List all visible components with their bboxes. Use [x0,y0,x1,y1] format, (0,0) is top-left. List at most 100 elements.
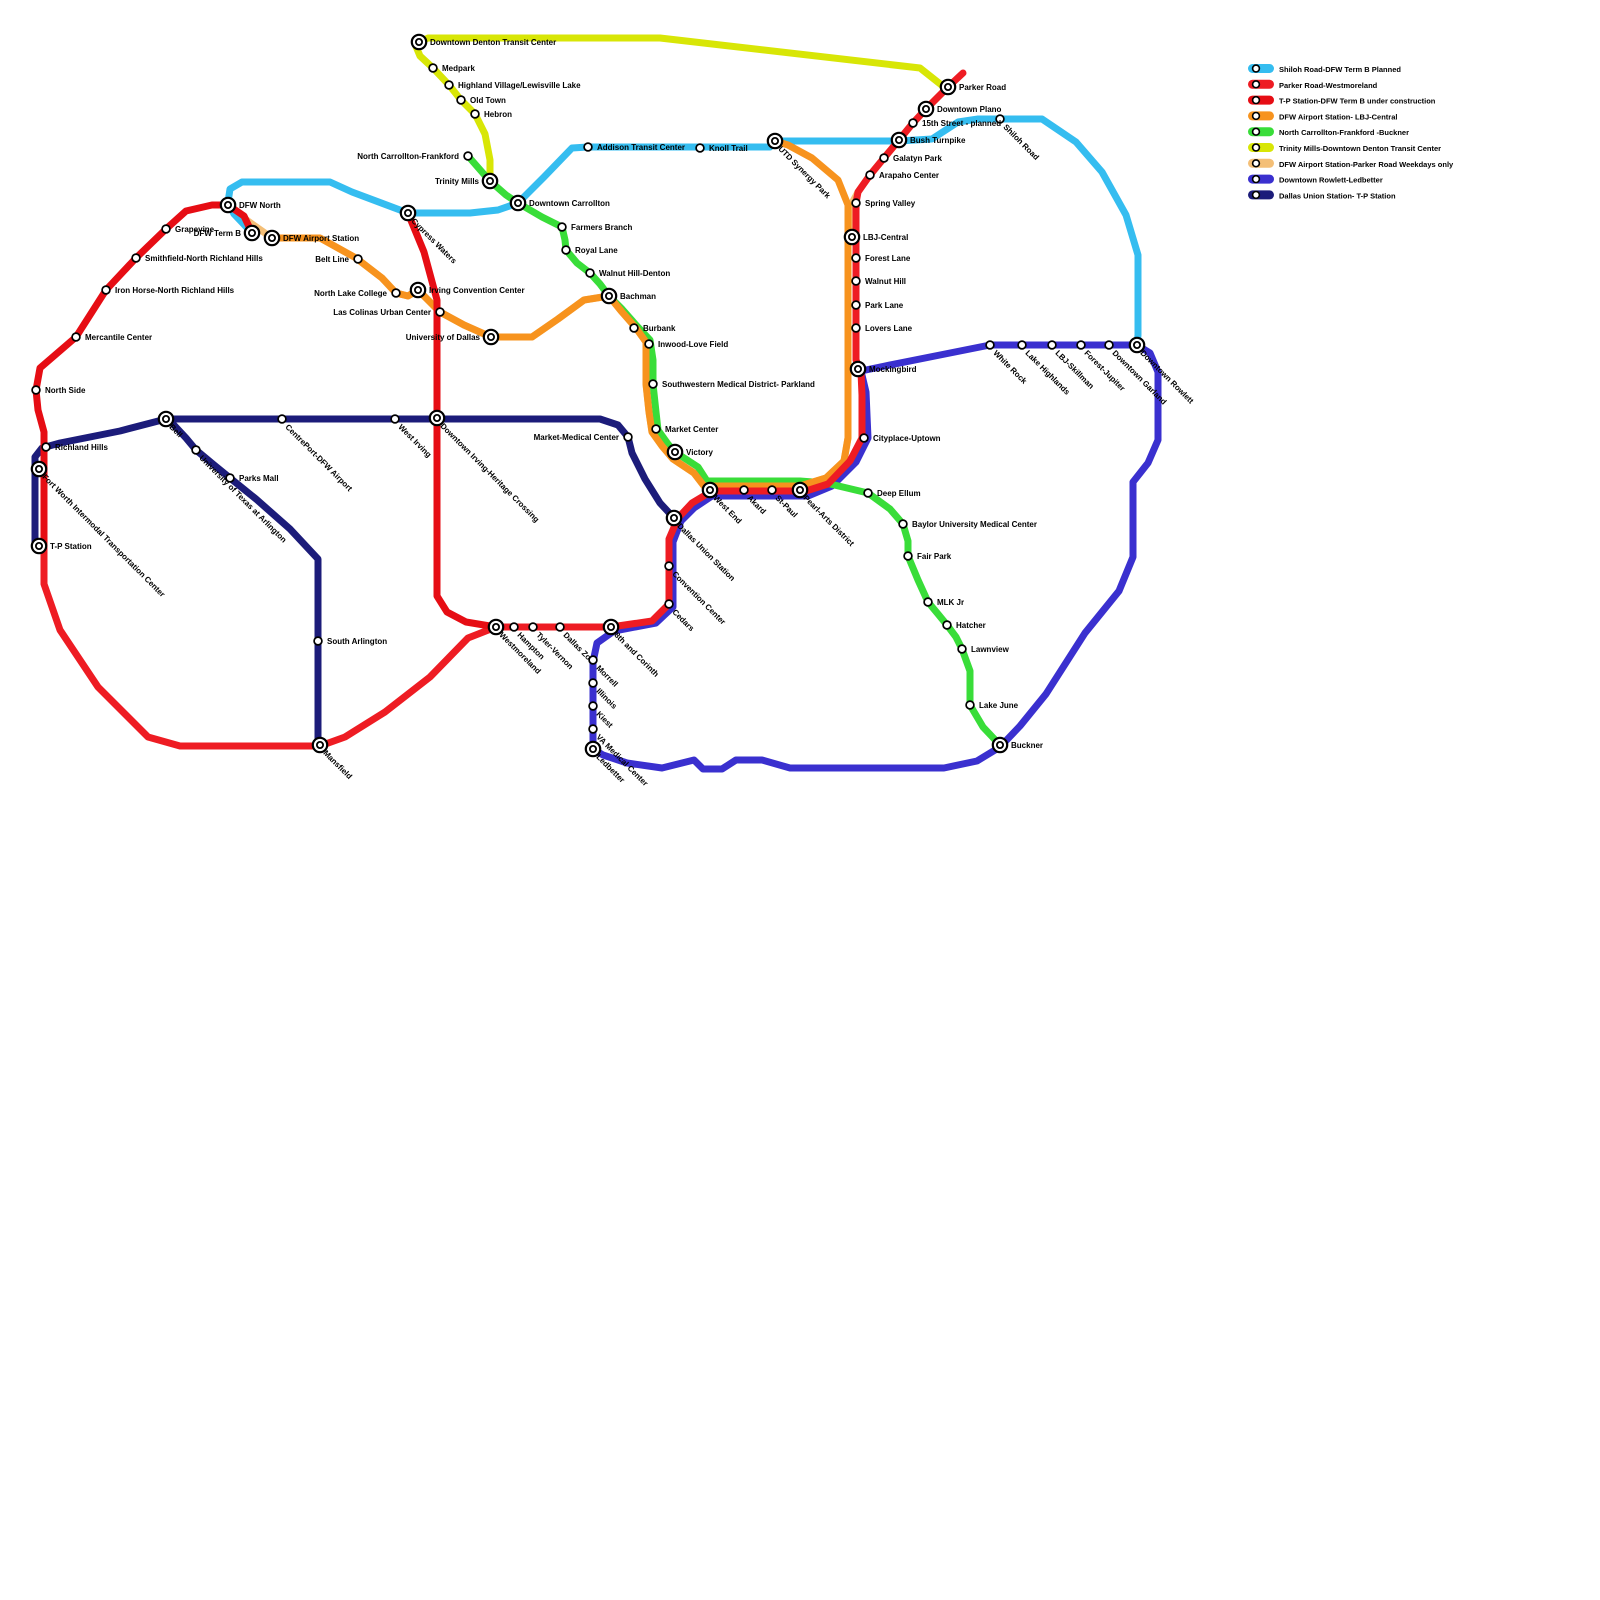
station-dfw-airport-station: DFW Airport Station [263,229,359,247]
station-marker [161,224,171,234]
station-baylor-university-medical-center: Baylor University Medical Center [898,519,1037,529]
station-smithfield-north-richland-hills: Smithfield-North Richland Hills [131,253,263,263]
station-label: Morrell [594,664,619,689]
station-marker [225,473,235,483]
station-label: North Side [45,386,86,395]
station-marker-inner [922,105,931,114]
station-15th-street-planned: 15th Street - planned [908,118,1001,128]
station-label: Buckner [1011,741,1043,750]
station-dfw-term-b: DFW Term B [194,224,261,242]
station-label: Downtown Rowlett [1138,349,1195,406]
station-label: Smithfield-North Richland Hills [145,254,263,263]
station-marker [353,254,363,264]
station-marker [859,433,869,443]
station-marker [1047,340,1057,350]
station-label: North Carrollton-Frankford [357,152,459,161]
legend-label: Parker Road-Westmoreland [1279,81,1378,90]
station-marker-inner [414,38,423,47]
station-label: Mercantile Center [85,333,152,342]
station-label: LBJ-Central [863,233,908,242]
station-label: T-P Station [50,542,92,551]
station-walnut-hill: Walnut Hill [851,276,906,286]
station-downtown-carrollton: Downtown Carrollton [509,194,610,212]
station-knoll-trail: Knoll Trail [695,143,748,153]
station-marker [588,701,598,711]
legend-label: Trinity Mills-Downtown Denton Transit Ce… [1279,144,1441,153]
station-marker-inner [491,623,500,632]
station-label: Spring Valley [865,199,916,208]
station-label: Parks Mall [239,474,279,483]
station-lake-june: Lake June [965,700,1019,710]
station-arapaho-center: Arapaho Center [865,170,939,180]
station-marker-inner [706,485,715,494]
station-old-town: Old Town [456,95,506,105]
station-label: Parker Road [959,83,1006,92]
station-label: Mockingbird [869,365,917,374]
station-marker [851,276,861,286]
station-marker [191,445,201,455]
legend-station-icon [1251,127,1261,136]
station-addison-transit-center: Addison Transit Center [583,142,685,152]
station-marker [557,222,567,232]
station-marker [428,63,438,73]
station-label: Hatcher [956,621,986,630]
station-hatcher: Hatcher [942,620,986,630]
stations: Downtown Denton Transit CenterMedparkHig… [30,33,1196,788]
station-marker [863,488,873,498]
station-marker [903,551,913,561]
station-label: 15th Street - planned [922,119,1001,128]
station-label: 8th and Corinth [612,631,660,679]
station-north-carrollton-frankford: North Carrollton-Frankford [357,151,473,161]
station-label: Southwestern Medical District- Parkland [662,380,815,389]
station-marker [851,198,861,208]
station-label: Downtown Irving-Heritage Crossing [438,422,541,525]
station-marker [942,620,952,630]
station-label: Highland Village/Lewisville Lake [458,81,581,90]
station-marker [923,597,933,607]
station-marker-inner [35,542,44,551]
station-marker-inner [403,208,412,217]
station-downtown-denton-transit-center: Downtown Denton Transit Center [410,33,556,51]
station-mlk-jr: MLK Jr [923,597,964,607]
station-marker [1017,340,1027,350]
station-label: Illinois [594,687,619,712]
station-marker-inner [247,228,256,237]
line-segment [168,419,324,750]
station-label: MLK Jr [937,598,964,607]
station-marker [390,414,400,424]
line-segment [589,341,1162,773]
station-label: South Arlington [327,637,387,646]
station-university-of-texas-at-arlington: University of Texas at Arlington [191,445,288,545]
line-segment [406,214,500,631]
legend-item-trinity-mills-downtown-denton-transit-center: Trinity Mills-Downtown Denton Transit Ce… [1248,143,1441,153]
legend-label: DFW Airport Station-Parker Road Weekdays… [1279,160,1454,169]
station-label: Lake June [979,701,1019,710]
station-marker-inner [895,135,904,144]
station-label: CentrePort-DFW Airport [283,423,354,494]
station-marker [985,340,995,350]
station-marker-inner [944,83,953,92]
station-marker-inner [671,447,680,456]
station-mercantile-center: Mercantile Center [71,332,152,342]
station-lawnview: Lawnview [957,644,1010,654]
station-marker-inner [223,200,232,209]
station-label: Knoll Trail [709,144,748,153]
station-label: Baylor University Medical Center [912,520,1037,529]
station-marker [561,245,571,255]
line-dallas-union-station-t-p-station [31,415,678,750]
station-marker [851,323,861,333]
station-marker [644,339,654,349]
station-marker [463,151,473,161]
station-label: DFW Term B [194,229,242,238]
station-richland-hills: Richland Hills [41,442,108,452]
station-farmers-branch: Farmers Branch [557,222,632,232]
station-label: Burbank [643,324,676,333]
station-trinity-mills: Trinity Mills [435,172,499,190]
station-marker-inner [161,414,170,423]
station-label: Downtown Denton Transit Center [430,38,556,47]
station-marker [1076,340,1086,350]
station-marker [277,414,287,424]
station-label: Dallas Union Station [675,522,736,583]
legend-item-dfw-airport-station-lbj-central: DFW Airport Station- LBJ-Central [1248,111,1397,121]
